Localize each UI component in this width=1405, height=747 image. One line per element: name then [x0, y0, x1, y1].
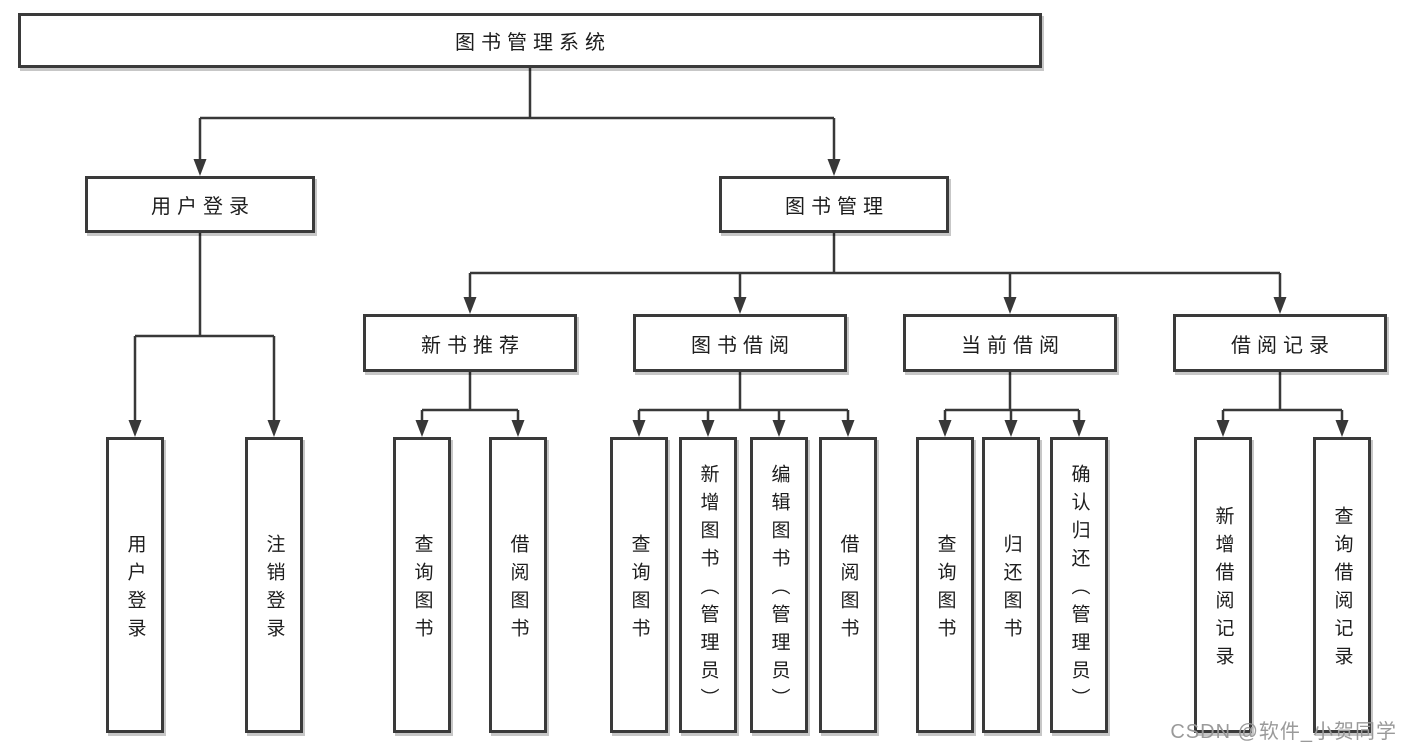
csdn-watermark: CSDN @软件_小贺同学	[1170, 721, 1397, 743]
leaf-return-book: 归还图书	[982, 437, 1040, 733]
leaf-label: 查询图书	[411, 533, 433, 646]
node-label: 借阅记录	[1231, 334, 1335, 357]
leaf-label: 借阅图书	[837, 533, 859, 646]
node-label: 图书管理	[785, 196, 889, 218]
leaf-user-login: 用户登录	[106, 437, 164, 733]
leaf-add-borrow-record: 新增借阅记录	[1194, 437, 1252, 733]
leaf-query-borrow-record: 查询借阅记录	[1313, 437, 1371, 733]
node-label: 新书推荐	[421, 334, 525, 357]
leaf-label: 用户登录	[124, 533, 146, 646]
node-user-login: 用户登录	[85, 176, 315, 233]
node-label: 当前借阅	[961, 334, 1065, 357]
leaf-label: 新增借阅记录	[1212, 505, 1234, 674]
node-borrow-records: 借阅记录	[1173, 314, 1387, 372]
node-label: 图书借阅	[691, 334, 795, 357]
leaf-label: 编辑图书（管理员）	[768, 463, 790, 716]
leaf-label: 新增图书（管理员）	[697, 463, 719, 716]
leaf-edit-book-admin: 编辑图书（管理员）	[750, 437, 808, 733]
leaf-logout: 注销登录	[245, 437, 303, 733]
leaf-label: 归还图书	[1000, 533, 1022, 646]
node-book-management: 图书管理	[719, 176, 949, 233]
node-label: 用户登录	[151, 196, 255, 218]
node-current-borrow: 当前借阅	[903, 314, 1117, 372]
leaf-label: 注销登录	[263, 533, 285, 646]
leaf-confirm-return-admin: 确认归还（管理员）	[1050, 437, 1108, 733]
node-label: 图书管理系统	[455, 32, 611, 54]
node-library-management-system: 图书管理系统	[18, 13, 1042, 68]
leaf-label: 确认归还（管理员）	[1068, 463, 1090, 716]
leaf-label: 查询借阅记录	[1331, 505, 1353, 674]
leaf-query-books-recommend: 查询图书	[393, 437, 451, 733]
leaf-borrow-books: 借阅图书	[819, 437, 877, 733]
node-book-borrow: 图书借阅	[633, 314, 847, 372]
leaf-query-books-borrow: 查询图书	[610, 437, 668, 733]
leaf-add-book-admin: 新增图书（管理员）	[679, 437, 737, 733]
leaf-label: 查询图书	[628, 533, 650, 646]
leaf-borrow-books-recommend: 借阅图书	[489, 437, 547, 733]
leaf-query-books-current: 查询图书	[916, 437, 974, 733]
leaf-label: 借阅图书	[507, 533, 529, 646]
node-new-book-recommend: 新书推荐	[363, 314, 577, 372]
leaf-label: 查询图书	[934, 533, 956, 646]
